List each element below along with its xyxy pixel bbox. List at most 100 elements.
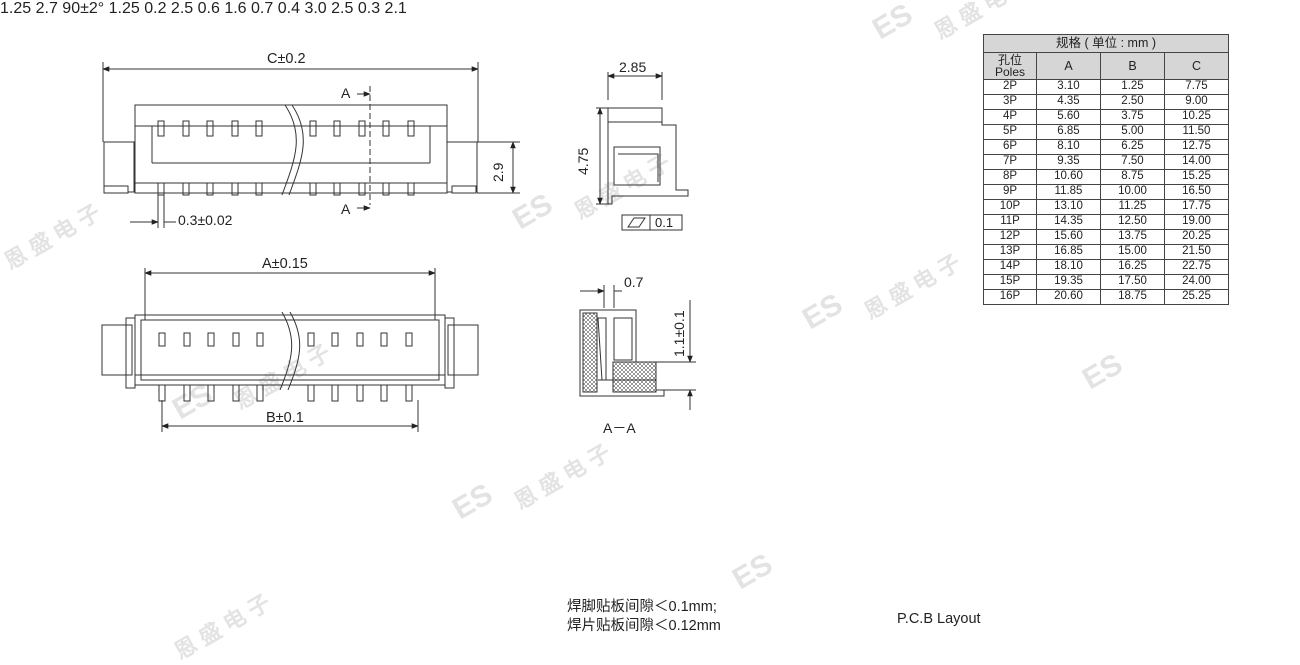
spec-cell-c: 20.25 — [1164, 229, 1229, 245]
spec-cell-b: 3.75 — [1100, 109, 1165, 125]
spec-header-b: B — [1100, 52, 1165, 80]
spec-cell-b: 17.50 — [1100, 274, 1165, 290]
dim-c-width: C±0.2 — [267, 51, 306, 67]
spec-header-poles: 孔位 Poles — [983, 52, 1037, 80]
spec-cell-c: 15.25 — [1164, 169, 1229, 185]
dim-height-2-9: 2.9 — [490, 162, 506, 182]
watermark-brand: ES — [727, 547, 778, 596]
spec-cell-poles: 15P — [983, 274, 1037, 290]
spec-cell-b: 1.25 — [1100, 79, 1165, 95]
spec-cell-poles: 2P — [983, 79, 1037, 95]
spec-cell-poles: 4P — [983, 109, 1037, 125]
spec-cell-a: 9.35 — [1036, 154, 1101, 170]
spec-cell-a: 4.35 — [1036, 94, 1101, 110]
spec-table-caption: 规格 ( 单位 : mm ) — [983, 34, 1229, 53]
dim-b-width: B±0.1 — [266, 410, 304, 426]
pcb-dim-0-7: 0.7 — [251, 0, 274, 17]
spec-cell-poles: 9P — [983, 184, 1037, 200]
watermark-chars: 恩 盛 电 子 — [860, 250, 965, 325]
spec-cell-poles: 8P — [983, 169, 1037, 185]
spec-cell-poles: 6P — [983, 139, 1037, 155]
watermark-chars: 恩 盛 电 子 — [510, 440, 615, 515]
section-aa-label: A－A — [603, 420, 636, 436]
spec-cell-c: 7.75 — [1164, 79, 1229, 95]
spec-cell-a: 15.60 — [1036, 229, 1101, 245]
spec-cell-b: 5.00 — [1100, 124, 1165, 140]
dim-section-0-7: 0.7 — [624, 274, 644, 290]
dim-pin-width: 0.3±0.02 — [178, 212, 233, 228]
spec-cell-poles: 12P — [983, 229, 1037, 245]
spec-cell-poles: 5P — [983, 124, 1037, 140]
spec-cell-c: 16.50 — [1164, 184, 1229, 200]
spec-cell-c: 25.25 — [1164, 289, 1229, 305]
spec-cell-a: 14.35 — [1036, 214, 1101, 230]
watermark-brand: ES — [797, 287, 848, 336]
spec-cell-poles: 10P — [983, 199, 1037, 215]
spec-header-a: A — [1036, 52, 1101, 80]
spec-cell-c: 14.00 — [1164, 154, 1229, 170]
section-mark-a-top: A — [341, 85, 351, 101]
watermark-brand: ES — [867, 0, 918, 46]
spec-cell-b: 10.00 — [1100, 184, 1165, 200]
spec-cell-a: 11.85 — [1036, 184, 1101, 200]
pcb-dim-1-6: 1.6 — [224, 0, 247, 17]
watermark-brand: ES — [447, 477, 498, 526]
front-view — [102, 62, 520, 228]
pcb-dim-0-3: 0.3 — [357, 0, 381, 17]
spec-cell-poles: 3P — [983, 94, 1037, 110]
pcb-dim-2-5-right: 2.5 — [331, 0, 354, 17]
bottom-view-pins — [158, 332, 413, 402]
solder-note-line-1: 焊脚贴板间隙＜0.1mm; — [567, 599, 717, 615]
watermark-chars: 恩 盛 电 子 — [170, 590, 275, 665]
dim-section-1-1: 1.1±0.1 — [671, 310, 687, 357]
spec-cell-b: 11.25 — [1100, 199, 1165, 215]
pcb-dim-0-2: 0.2 — [144, 0, 167, 17]
spec-cell-b: 18.75 — [1100, 289, 1165, 305]
watermark-brand: ES — [1077, 347, 1128, 396]
spec-cell-b: 12.50 — [1100, 214, 1165, 230]
spec-cell-poles: 11P — [983, 214, 1037, 230]
section-aa — [579, 285, 696, 410]
spec-cell-a: 6.85 — [1036, 124, 1101, 140]
dim-side-width: 2.85 — [619, 59, 646, 75]
spec-cell-b: 13.75 — [1100, 229, 1165, 245]
dim-height-2-7: 2.7 — [35, 0, 58, 17]
dim-angle: 90±2° — [62, 0, 105, 17]
spec-cell-poles: 14P — [983, 259, 1037, 275]
watermark-brand: ES — [507, 187, 558, 236]
dim-flatness: 0.1 — [655, 215, 673, 230]
spec-cell-c: 11.50 — [1164, 124, 1229, 140]
section-mark-a-bottom: A — [341, 201, 351, 217]
spec-cell-poles: 13P — [983, 244, 1037, 260]
spec-cell-a: 19.35 — [1036, 274, 1101, 290]
spec-cell-a: 5.60 — [1036, 109, 1101, 125]
dim-side-height: 4.75 — [575, 148, 591, 175]
spec-cell-a: 20.60 — [1036, 289, 1101, 305]
spec-cell-c: 19.00 — [1164, 214, 1229, 230]
spec-cell-c: 22.75 — [1164, 259, 1229, 275]
spec-cell-a: 10.60 — [1036, 169, 1101, 185]
spec-header-poles-en: Poles — [994, 65, 1026, 79]
pcb-dim-0-6: 0.6 — [197, 0, 220, 17]
bottom-view — [101, 268, 479, 432]
spec-cell-b: 2.50 — [1100, 94, 1165, 110]
spec-cell-a: 16.85 — [1036, 244, 1101, 260]
watermark-layer: ES 恩 盛 电 子 ES 恩 盛 电 子 ES 恩 盛 电 子 ES ES 恩… — [0, 0, 1128, 664]
spec-cell-a: 13.10 — [1036, 199, 1101, 215]
pcb-layout-caption: P.C.B Layout — [897, 611, 981, 627]
spec-cell-c: 12.75 — [1164, 139, 1229, 155]
spec-cell-b: 6.25 — [1100, 139, 1165, 155]
spec-cell-b: 8.75 — [1100, 169, 1165, 185]
